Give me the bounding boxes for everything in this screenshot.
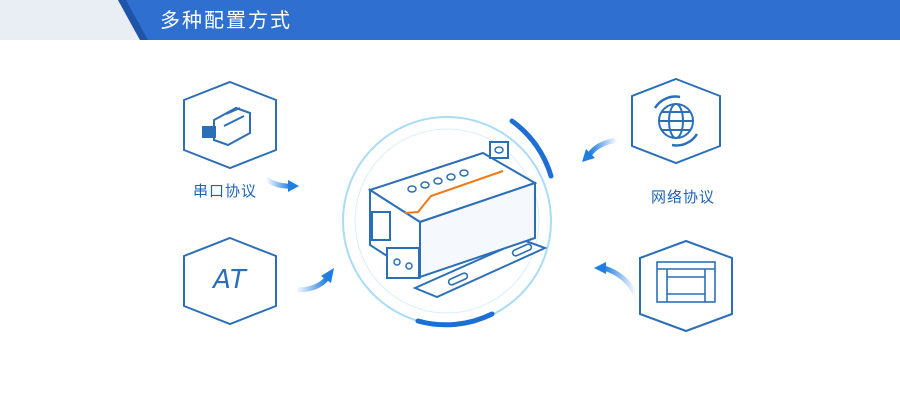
- serial-connector-icon: [202, 106, 251, 147]
- serial-hexagon: [183, 80, 277, 170]
- arrow-network: [582, 137, 620, 162]
- at-label: AT: [213, 265, 247, 295]
- webpage-hexagon: [639, 239, 733, 333]
- network-protocol-label: 网络协议: [651, 188, 716, 206]
- page-title: 多种配置方式: [160, 8, 292, 32]
- arrow-at: [293, 268, 334, 293]
- arrow-webpage: [594, 262, 639, 299]
- header-background: [0, 0, 900, 40]
- arrow-serial: [263, 176, 299, 192]
- device-illustration: [367, 141, 548, 299]
- at-hexagon: [183, 236, 277, 326]
- center-ring: [342, 116, 554, 328]
- globe-icon: [653, 95, 699, 147]
- browser-window-icon: [656, 261, 716, 303]
- serial-protocol-label: 串口协议: [193, 182, 258, 200]
- header-bar: 多种配置方式: [0, 0, 900, 40]
- network-hexagon: [631, 77, 721, 165]
